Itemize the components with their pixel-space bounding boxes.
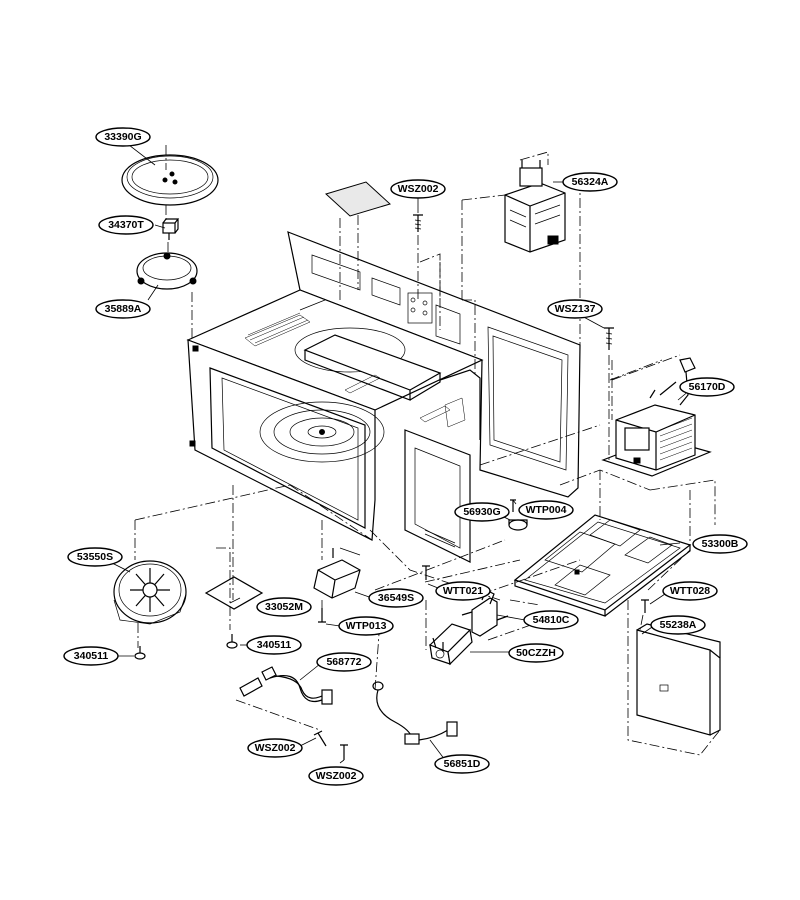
label-text: 56170D xyxy=(689,381,726,393)
capacitor-bracket xyxy=(461,589,509,637)
label-33390G: 33390G xyxy=(95,127,151,147)
label-text: 340511 xyxy=(74,650,109,662)
turntable-tray xyxy=(121,154,219,206)
screw-wtt028 xyxy=(641,599,649,613)
high-voltage-transformer xyxy=(601,357,712,477)
label-WTT028: WTT028 xyxy=(662,581,718,601)
label-340511-left: 340511 xyxy=(63,646,119,666)
screw-340511-mid xyxy=(226,634,238,649)
label-50CZZH: 50CZZH xyxy=(508,643,564,663)
label-text: 340511 xyxy=(257,639,292,651)
screw-bottom-left xyxy=(313,730,327,747)
label-text: WTT021 xyxy=(443,585,483,597)
label-text: 53300B xyxy=(702,538,739,550)
label-WSZ002-bottom-mid: WSZ002 xyxy=(308,766,364,786)
air-guide-panel xyxy=(636,623,721,736)
label-text: 35889A xyxy=(105,303,142,315)
label-text: 33390G xyxy=(104,131,141,143)
label-340511-mid: 340511 xyxy=(246,635,302,655)
label-WTP004: WTP004 xyxy=(518,500,574,520)
screw-340511-left xyxy=(134,646,146,660)
magnetron xyxy=(504,160,566,253)
label-text: 33052M xyxy=(265,601,303,613)
label-WTP013: WTP013 xyxy=(338,616,394,636)
label-34370T: 34370T xyxy=(98,215,154,235)
label-text: 56324A xyxy=(572,176,609,188)
label-text: 54810C xyxy=(533,614,570,626)
label-text: WSZ002 xyxy=(316,770,357,782)
label-text: 53550S xyxy=(77,551,113,563)
wire-harness-568772 xyxy=(239,666,333,705)
label-56324A: 56324A xyxy=(562,172,618,192)
thermostat xyxy=(508,499,528,531)
label-35889A: 35889A xyxy=(95,299,151,319)
label-text: WTP013 xyxy=(346,620,387,632)
label-text: 568772 xyxy=(326,656,361,668)
hv-capacitor xyxy=(428,623,473,666)
label-text: WTP004 xyxy=(526,504,567,516)
label-WSZ137: WSZ137 xyxy=(547,299,603,319)
roller-ring xyxy=(136,252,198,290)
label-54810C: 54810C xyxy=(523,610,579,630)
screw-wtt021 xyxy=(422,565,430,580)
stirrer-fan xyxy=(113,560,187,625)
label-WSZ002-top: WSZ002 xyxy=(390,179,446,199)
label-text: 36549S xyxy=(378,592,414,604)
screw-top xyxy=(413,214,423,232)
leader-lines xyxy=(99,141,691,764)
screw-wsz137 xyxy=(604,327,614,350)
label-text: WSZ002 xyxy=(398,183,439,195)
label-33052M: 33052M xyxy=(256,597,312,617)
label-text: 34370T xyxy=(108,219,144,231)
label-56930G: 56930G xyxy=(454,502,510,522)
turntable-coupler xyxy=(162,218,180,240)
label-text: 55238A xyxy=(660,619,697,631)
label-text: 56930G xyxy=(463,506,500,518)
fuse-wire-56851D xyxy=(372,681,458,745)
label-text: 56851D xyxy=(444,758,481,770)
turntable-motor xyxy=(313,547,361,623)
label-56170D: 56170D xyxy=(679,377,735,397)
label-text: WSZ137 xyxy=(555,303,596,315)
label-36549S: 36549S xyxy=(368,588,424,608)
label-WTT021: WTT021 xyxy=(435,581,491,601)
waveguide-cover xyxy=(325,181,391,217)
label-text: 50CZZH xyxy=(516,647,556,659)
label-WSZ002-bottom-left: WSZ002 xyxy=(247,738,303,758)
screw-bottom-mid xyxy=(340,744,348,760)
base-plate xyxy=(513,514,692,617)
oven-cavity xyxy=(186,231,581,563)
label-568772: 568772 xyxy=(316,652,372,672)
label-56851D: 56851D xyxy=(434,754,490,774)
label-53550S: 53550S xyxy=(67,547,123,567)
label-text: WTT028 xyxy=(670,585,710,597)
label-text: WSZ002 xyxy=(255,742,296,754)
label-53300B: 53300B xyxy=(692,534,748,554)
label-55238A: 55238A xyxy=(650,615,706,635)
cover-plate xyxy=(204,576,264,610)
